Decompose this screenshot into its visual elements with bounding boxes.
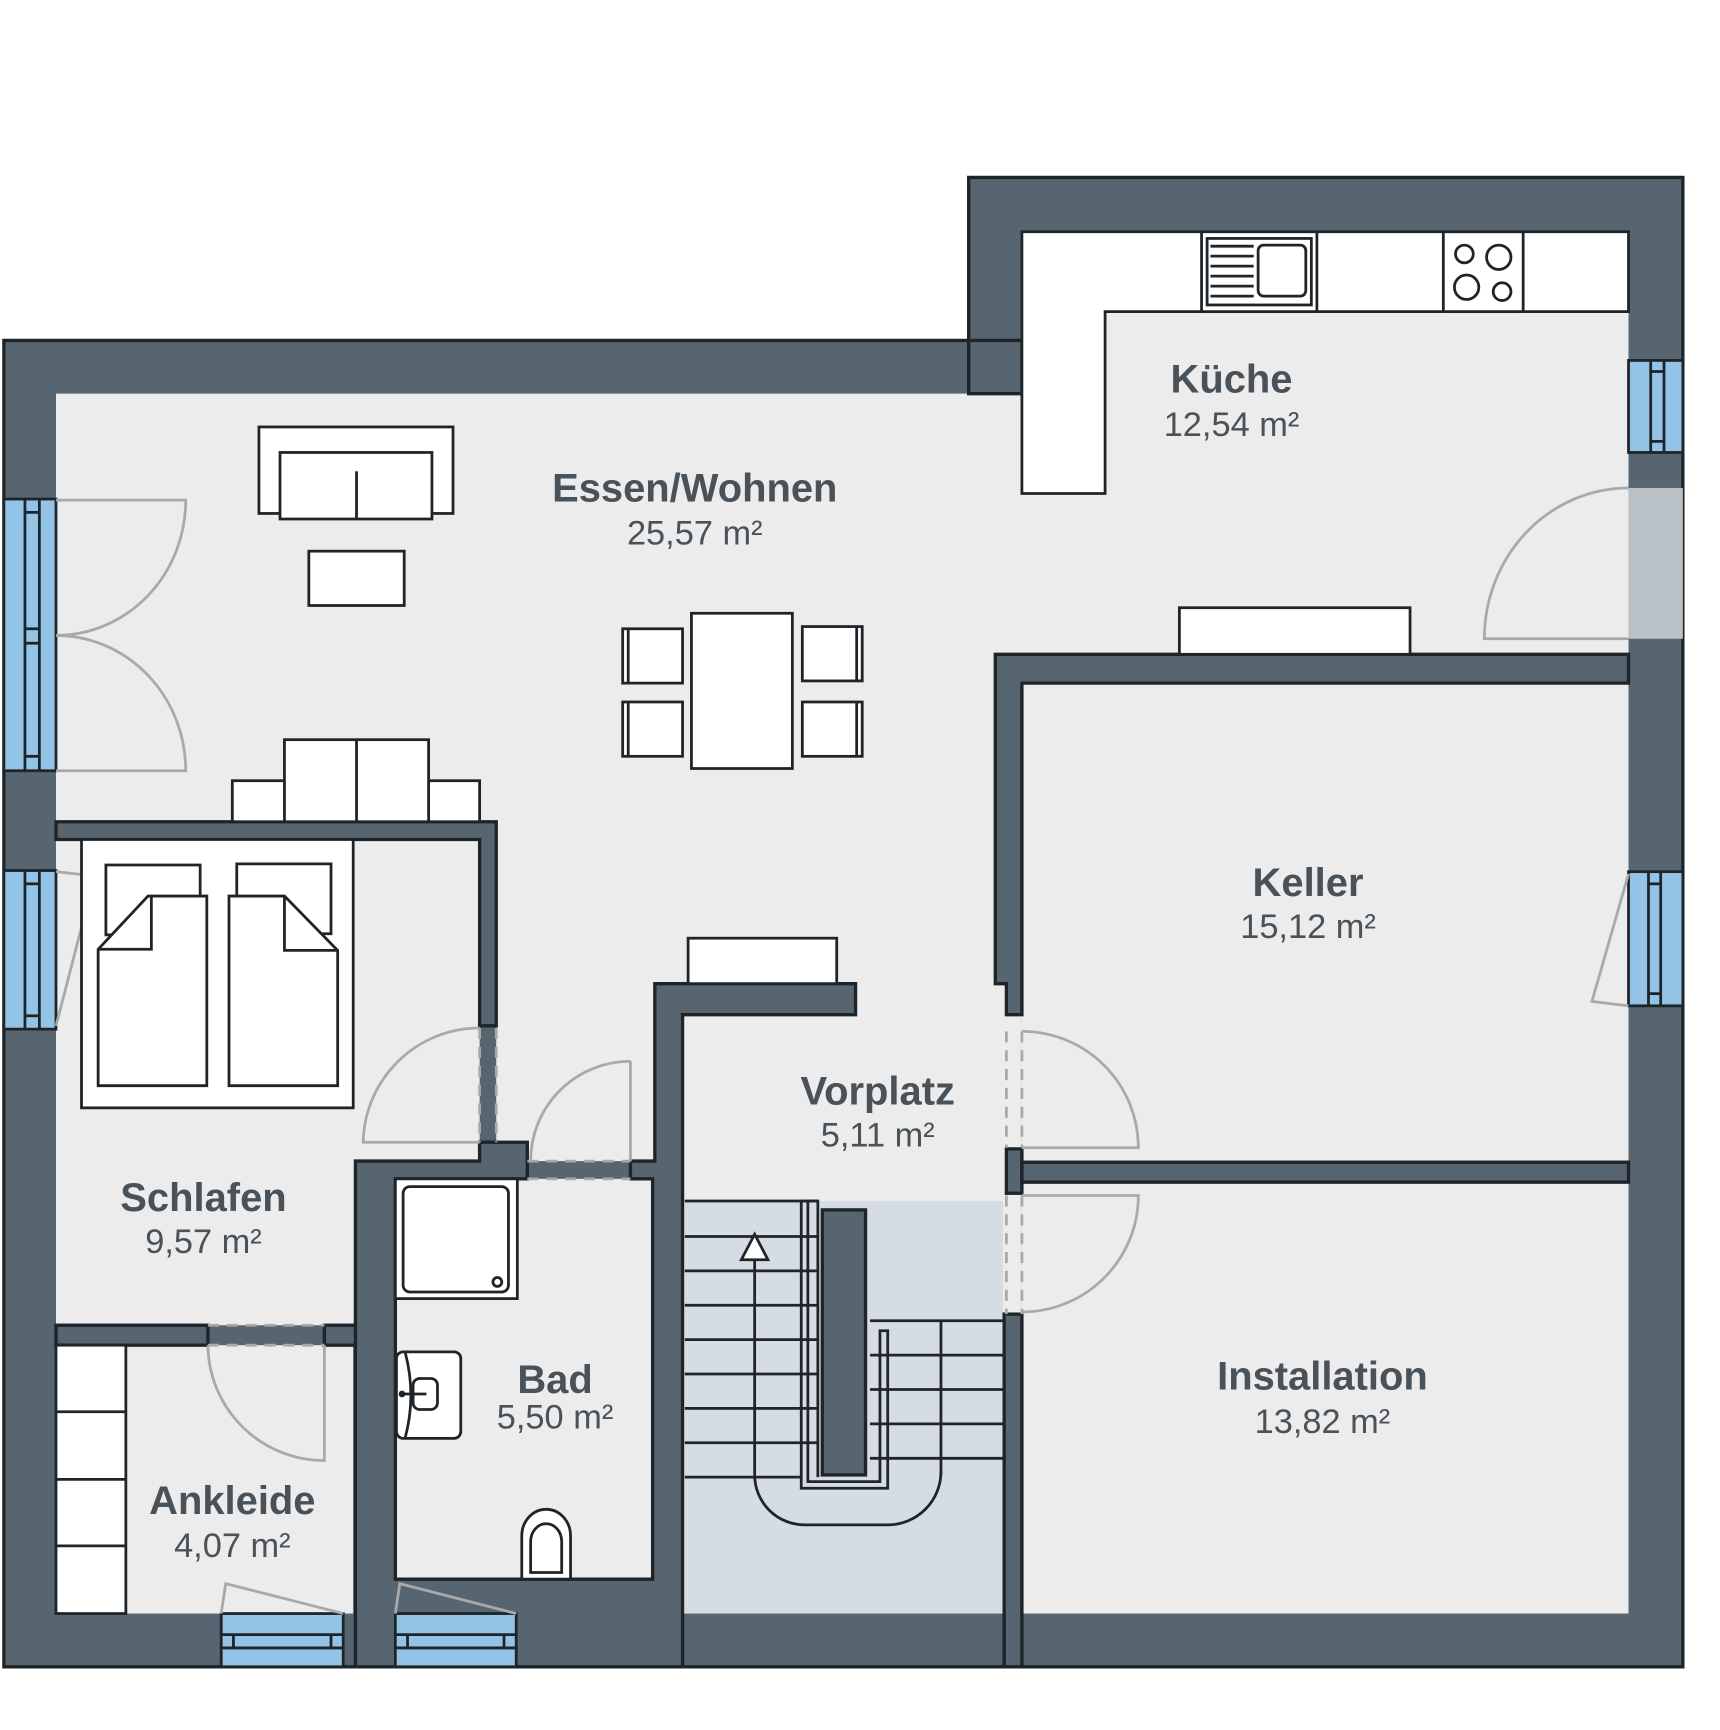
door-installation[interactable] bbox=[1021, 1194, 1140, 1314]
window-right-kueche[interactable] bbox=[1627, 359, 1685, 454]
room-name-essen-wohnen: Essen/Wohnen bbox=[552, 466, 837, 510]
shower-icon bbox=[393, 1177, 519, 1300]
window-left-living[interactable] bbox=[2, 497, 58, 773]
hall-sideboard bbox=[686, 936, 839, 986]
room-name-keller: Keller bbox=[1253, 861, 1364, 905]
window-bottom-bad[interactable] bbox=[393, 1612, 518, 1669]
room-labels: Küche 12,54 m² Essen/Wohnen 25,57 m² Kel… bbox=[120, 358, 1427, 1565]
room-keller-floor bbox=[1021, 683, 1629, 1163]
window-bottom-ankleide[interactable] bbox=[219, 1612, 345, 1669]
door-ankleide[interactable] bbox=[206, 1345, 326, 1462]
window-tilt-ankleide bbox=[219, 1581, 344, 1615]
sink-icon bbox=[1200, 230, 1319, 314]
staircase-icon bbox=[684, 1199, 1005, 1527]
room-name-kueche: Küche bbox=[1171, 358, 1293, 402]
living-furniture bbox=[230, 425, 864, 986]
cooktop-icon bbox=[1441, 230, 1525, 314]
door-kueche-exterior[interactable] bbox=[1482, 486, 1629, 641]
room-area-kueche: 12,54 m² bbox=[1164, 406, 1300, 444]
dining-table-icon bbox=[621, 611, 864, 770]
bedroom-furniture bbox=[54, 838, 355, 1615]
exterior-door-opening[interactable] bbox=[1628, 487, 1683, 639]
wardrobe-icon bbox=[54, 1343, 128, 1615]
tv-unit bbox=[230, 738, 482, 824]
room-essen-wohnen-floor bbox=[55, 231, 1629, 1614]
doors[interactable] bbox=[54, 486, 1630, 1615]
room-area-ankleide: 4,07 m² bbox=[174, 1527, 290, 1565]
window-right-keller[interactable] bbox=[1627, 870, 1685, 1008]
room-name-ankleide: Ankleide bbox=[149, 1479, 315, 1523]
door-bad[interactable] bbox=[529, 1059, 631, 1162]
door-schlafen[interactable] bbox=[361, 1026, 480, 1144]
room-area-essen-wohnen: 25,57 m² bbox=[627, 515, 763, 553]
coffee-table bbox=[307, 549, 406, 607]
room-area-bad: 5,50 m² bbox=[497, 1398, 613, 1436]
kitchen-sideboard bbox=[1177, 606, 1412, 656]
bathroom-fixtures bbox=[393, 1177, 572, 1581]
toilet-icon bbox=[520, 1507, 572, 1581]
double-bed-icon bbox=[80, 838, 355, 1110]
door-keller[interactable] bbox=[1021, 1029, 1140, 1150]
room-area-vorplatz: 5,11 m² bbox=[821, 1117, 935, 1155]
room-area-keller: 15,12 m² bbox=[1240, 908, 1376, 946]
room-name-installation: Installation bbox=[1217, 1355, 1428, 1399]
window-tilt-keller bbox=[1590, 873, 1630, 1008]
door-living-left-upper[interactable] bbox=[55, 498, 188, 637]
window-tilt-bad bbox=[393, 1581, 517, 1615]
windows[interactable] bbox=[2, 359, 1685, 1669]
room-area-schlafen: 9,57 m² bbox=[145, 1223, 261, 1261]
room-name-vorplatz: Vorplatz bbox=[801, 1070, 955, 1114]
sofa-icon bbox=[257, 425, 455, 521]
washbasin-icon bbox=[395, 1350, 463, 1440]
kitchen bbox=[1020, 230, 1630, 656]
window-left-schlafen[interactable] bbox=[2, 869, 58, 1031]
room-area-installation: 13,82 m² bbox=[1255, 1403, 1391, 1441]
room-name-schlafen: Schlafen bbox=[120, 1176, 286, 1220]
door-living-left-lower[interactable] bbox=[55, 634, 188, 773]
room-name-bad: Bad bbox=[517, 1358, 592, 1402]
